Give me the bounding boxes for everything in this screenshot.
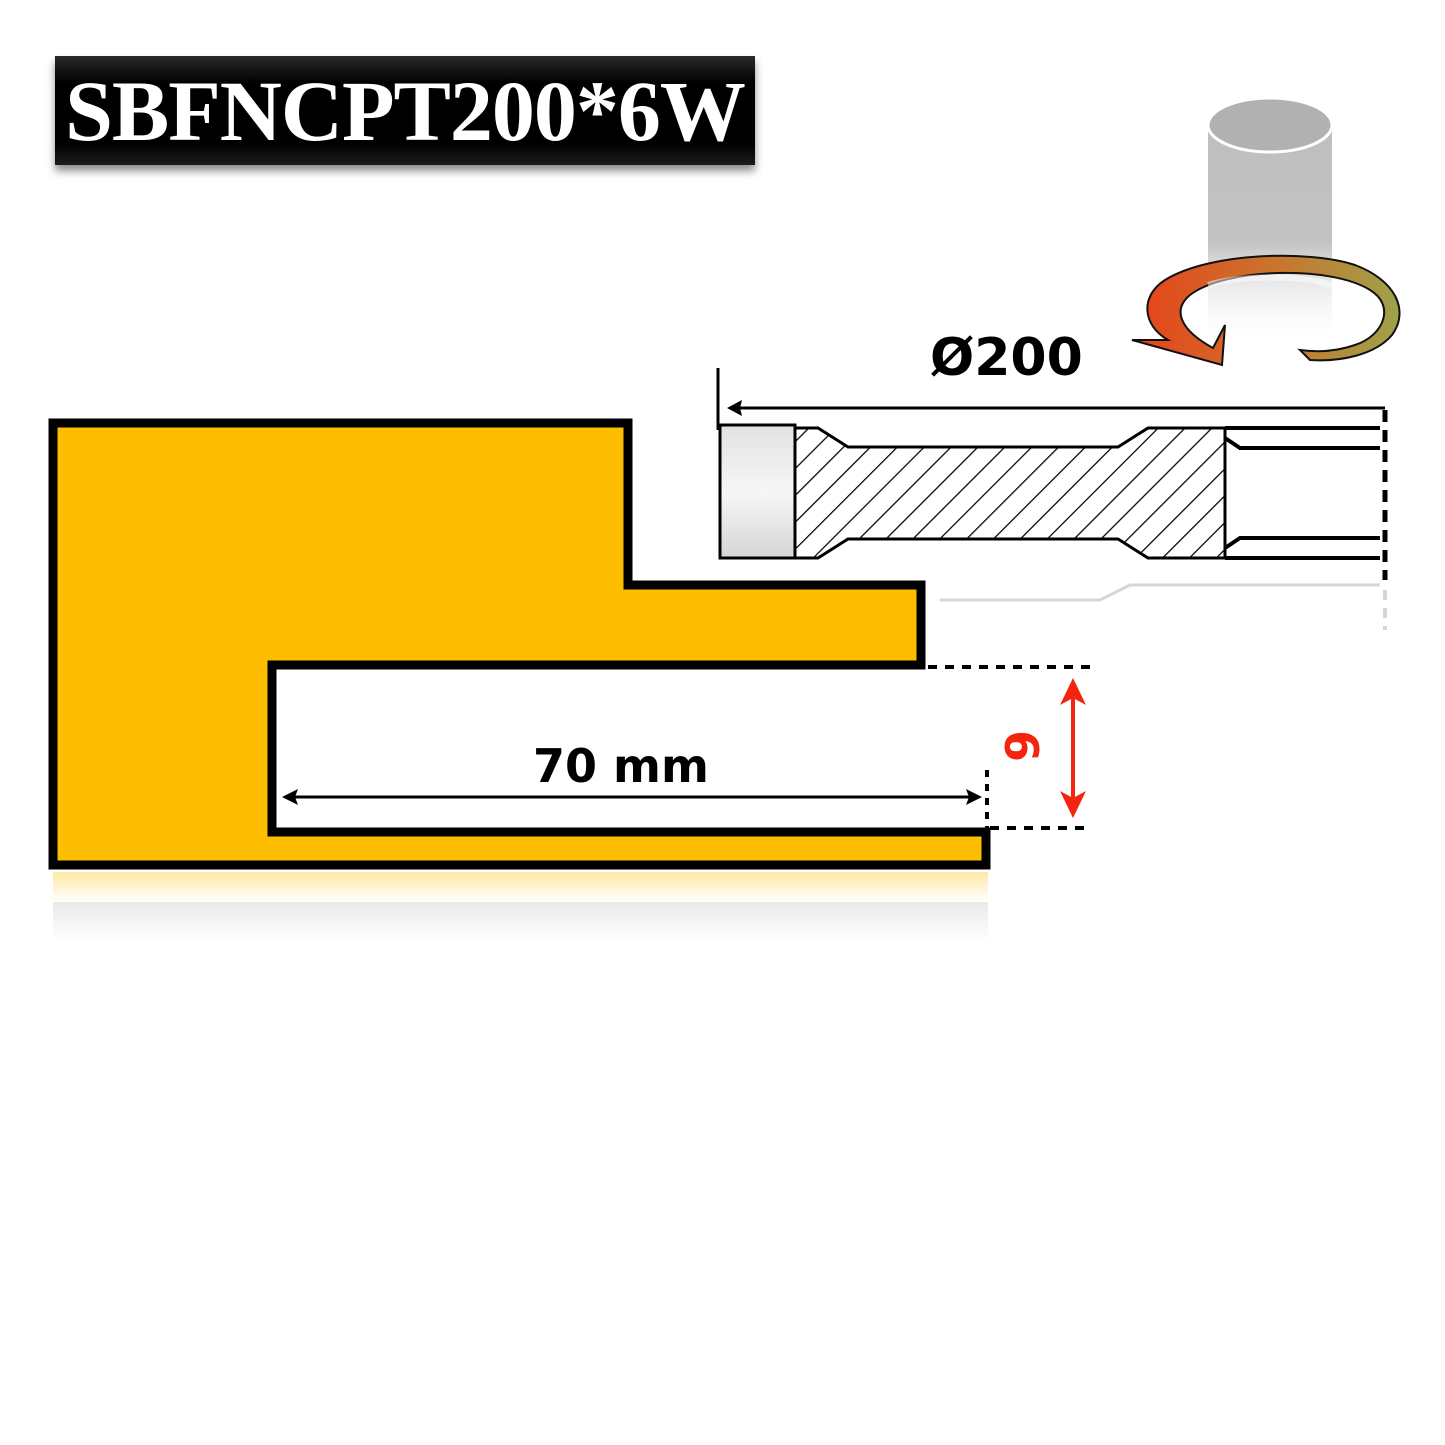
diameter-label: Ø200 bbox=[930, 328, 1083, 388]
cut-depth-dimension bbox=[928, 665, 1098, 830]
bearing bbox=[718, 423, 797, 560]
cut-depth-label: 6 bbox=[994, 729, 1049, 763]
cut-width-dimension bbox=[282, 770, 989, 830]
product-title-banner: SBFNCPT200*6W bbox=[55, 56, 755, 165]
rotation-arrow-icon bbox=[1131, 254, 1401, 367]
workpiece-profile bbox=[48, 418, 991, 942]
cylinder-spindle-icon bbox=[1206, 96, 1334, 337]
cutter-cross-section bbox=[718, 410, 1388, 630]
cut-width-label: 70 mm bbox=[533, 739, 709, 793]
diameter-dimension bbox=[716, 368, 1385, 430]
product-code: SBFNCPT200*6W bbox=[65, 62, 746, 159]
arrowhead-icon bbox=[727, 400, 742, 416]
